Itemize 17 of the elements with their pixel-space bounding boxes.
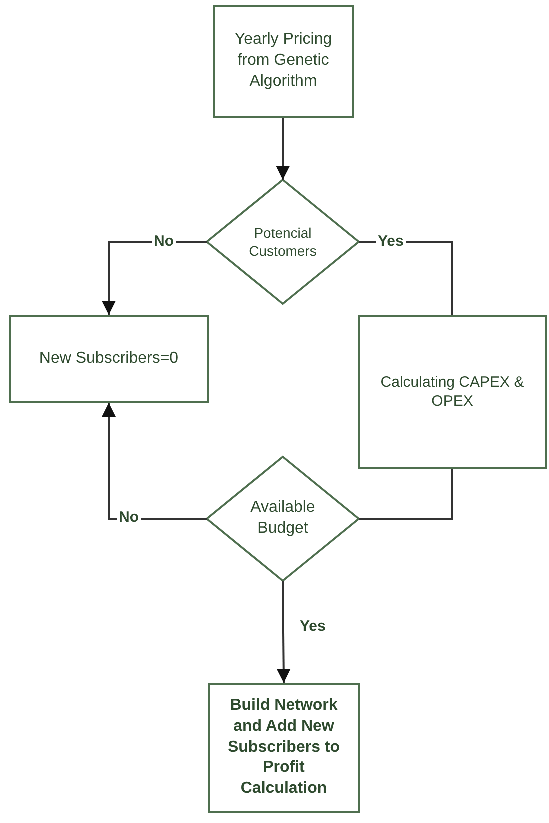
- decision-diamond: [205, 456, 361, 582]
- box-label: Build Network and Add New Subscribers to Profit Calculation: [226, 696, 342, 800]
- arrow: [276, 118, 290, 180]
- process-box: [213, 5, 354, 118]
- process-box: [208, 683, 360, 813]
- box-label: Yearly Pricing from Genetic Algorithm: [234, 30, 334, 92]
- process-box: [9, 315, 209, 403]
- connector-line: [359, 469, 454, 520]
- process-box: [358, 315, 547, 469]
- decision-diamond: [205, 178, 361, 306]
- decision-label: Potencial Customers: [248, 224, 318, 260]
- box-label: Calculating CAPEX & OPEX: [380, 372, 526, 412]
- decision-label: Available Budget: [250, 498, 316, 539]
- arrow: [276, 580, 291, 684]
- arrow: [102, 403, 207, 520]
- box-label: New Subscribers=0: [39, 348, 179, 369]
- arrow: [102, 241, 207, 315]
